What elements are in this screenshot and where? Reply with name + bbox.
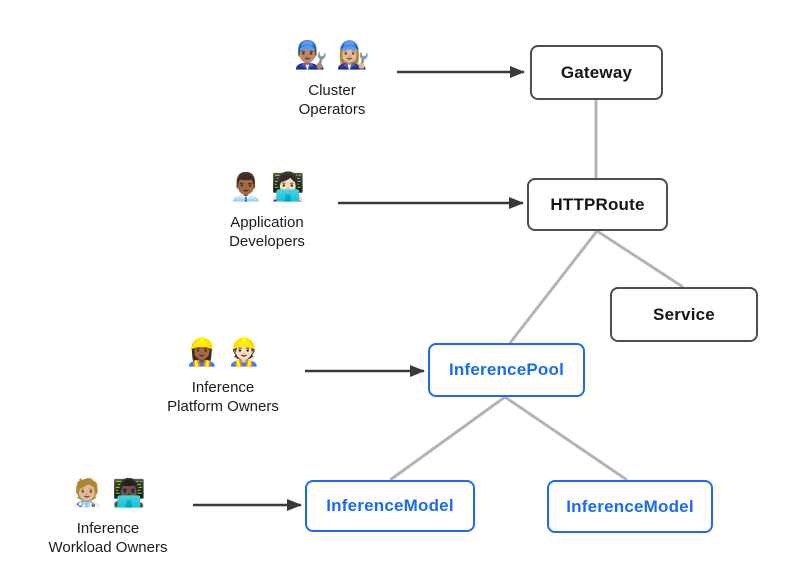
platform-owners-construction-workers-emoji: 👷🏾‍♀️ 👷🏻: [185, 337, 261, 368]
node-inferencepool: InferencePool: [428, 343, 585, 397]
node-gateway-label: Gateway: [560, 62, 633, 82]
node-inferencemodel-right: InferenceModel: [547, 480, 713, 533]
node-inferencemodel-left-label: InferenceModel: [326, 496, 454, 515]
edge-inferencepool-inferencemodel-right: [504, 395, 628, 482]
persona-application-developers-label: Application Developers: [187, 213, 347, 251]
workload-owners-health-technologist-emoji: 🧑🏼‍⚕️ 👨🏿‍💻: [70, 478, 146, 509]
persona-label-line1: Inference: [191, 379, 255, 396]
persona-label-line2: Workload Owners: [48, 539, 168, 556]
persona-label-line1: Inference: [76, 520, 140, 537]
node-gateway: Gateway: [530, 45, 663, 100]
node-httproute: HTTPRoute: [527, 178, 668, 231]
cluster-operators-mechanics-emoji: 👨🏽‍🔧 👩🏼‍🔧: [294, 40, 370, 71]
persona-label-line2: Platform Owners: [167, 398, 279, 415]
persona-label-line1: Cluster: [308, 82, 356, 99]
persona-label-line2: Operators: [298, 101, 366, 118]
node-service: Service: [610, 287, 758, 342]
node-service-label: Service: [653, 304, 715, 324]
persona-cluster-operators: 👨🏽‍🔧 👩🏼‍🔧 Cluster Operators: [252, 33, 412, 119]
node-inferencemodel-right-label: InferenceModel: [566, 496, 694, 516]
node-inferencemodel-left: InferenceModel: [305, 480, 475, 532]
persona-application-developers: 👨🏾‍💼 👩🏻‍💻 Application Developers: [187, 165, 347, 251]
persona-inference-workload-owners-label: Inference Workload Owners: [28, 519, 188, 557]
edge-httproute-inferencepool: [508, 230, 599, 344]
persona-inference-workload-owners: 🧑🏼‍⚕️ 👨🏿‍💻 Inference Workload Owners: [28, 471, 188, 557]
persona-label-line1: Application: [230, 214, 304, 231]
persona-inference-platform-owners-label: Inference Platform Owners: [143, 378, 303, 416]
application-developers-office-technologist-emoji: 👨🏾‍💼 👩🏻‍💻: [229, 172, 305, 203]
node-inferencepool-label: InferencePool: [448, 360, 565, 379]
node-httproute-label: HTTPRoute: [550, 194, 645, 214]
persona-label-line2: Developers: [229, 233, 305, 250]
persona-inference-platform-owners: 👷🏾‍♀️ 👷🏻 Inference Platform Owners: [143, 330, 303, 416]
edge-inferencepool-inferencemodel-left: [389, 395, 506, 482]
persona-cluster-operators-label: Cluster Operators: [252, 81, 412, 119]
edge-httproute-service: [596, 229, 684, 289]
